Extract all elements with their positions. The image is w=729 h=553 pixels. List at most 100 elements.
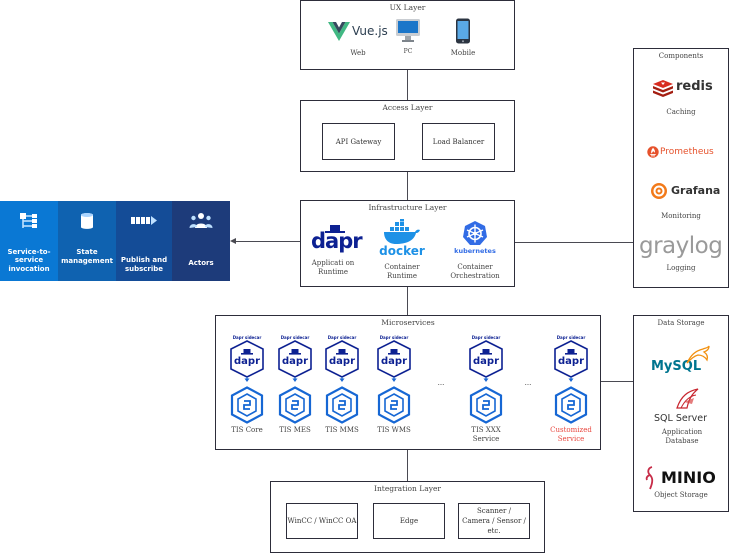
desktop-computer-icon	[396, 19, 420, 42]
service-icon	[230, 386, 264, 424]
svg-text:dapr: dapr	[234, 356, 260, 367]
minio-label: Object Storage	[654, 491, 708, 499]
service-name: Customized Service	[550, 426, 592, 443]
access-layer: Access Layer API Gateway Load Balancer	[300, 100, 515, 172]
connector-infra-micro	[407, 287, 408, 315]
service-name: TIS Core	[231, 426, 263, 434]
service-icon	[469, 386, 503, 424]
block-publish-subscribe: Publish and subscribe	[116, 201, 172, 281]
grafana-icon	[651, 183, 667, 199]
kubernetes-helm-icon	[463, 221, 487, 245]
sqlserver-logo: SQL Server	[654, 413, 707, 424]
kubernetes-logo: kubernetes	[454, 247, 496, 255]
database-icon	[81, 213, 93, 229]
ux-item-web: Web	[350, 49, 366, 57]
dapr-sidecar-label: Dapr sidecar	[379, 335, 409, 340]
mysql-dolphin-icon	[686, 345, 710, 364]
ux-item-pc: PC	[403, 48, 413, 55]
mysql-logo: MySQL	[651, 359, 702, 374]
block-service-invocation-label: Service-to-service invocation	[7, 247, 51, 273]
service-name: TIS WMS	[377, 426, 411, 434]
load-balancer-box: Load Balancer	[422, 123, 495, 160]
docker-label: Container Runtime	[384, 263, 420, 280]
dapr-label: Applicati on Runtime	[311, 259, 355, 276]
vue-logo-text: Vue.js	[352, 24, 388, 38]
logging-label: Logging	[666, 264, 696, 272]
dapr-sidecar-label: Dapr sidecar	[327, 335, 357, 340]
access-layer-title: Access Layer	[382, 103, 433, 112]
infrastructure-layer: Infrastructure Layer dapr Applicati on R…	[300, 200, 515, 287]
ux-layer: UX Layer Vue.js Web PC Mobile	[300, 0, 515, 70]
block-publish-subscribe-label: Publish and subscribe	[120, 256, 168, 273]
block-state-management: State management	[58, 201, 116, 281]
connector-micro-storage	[600, 381, 633, 382]
docker-whale-icon	[384, 219, 420, 244]
edge-box: Edge	[373, 503, 445, 539]
ux-layer-title: UX Layer	[389, 3, 426, 12]
wincc-box: WinCC / WinCC OA	[286, 503, 358, 539]
connector-infra-dapr-panel	[236, 241, 300, 242]
block-actors: Actors	[172, 201, 230, 281]
minio-logo: MINIO	[661, 468, 716, 487]
microservices-title: Microservices	[381, 318, 435, 327]
grafana-logo: Grafana	[671, 184, 721, 197]
components-title: Components	[658, 52, 704, 60]
sqlserver-icon	[676, 388, 699, 409]
api-gateway-box: API Gateway	[322, 123, 395, 160]
svg-text:dapr: dapr	[558, 356, 584, 367]
components-panel: Components redis Caching Prometheus Graf…	[633, 48, 729, 288]
dapr-hat-brim	[325, 231, 345, 233]
vue-logo: Vue.js	[328, 19, 390, 45]
dapr-sidecar-icon: dapr	[278, 340, 312, 382]
service-icon	[278, 386, 312, 424]
dapr-sidecar-label: Dapr sidecar	[556, 335, 586, 340]
integration-layer: Integration Layer WinCC / WinCC OA Edge …	[270, 481, 545, 553]
service-icon	[377, 386, 411, 424]
dapr-sidecar-icon: dapr	[230, 340, 264, 382]
connector-micro-integration	[407, 450, 408, 482]
integration-layer-title: Integration Layer	[374, 484, 441, 493]
service-name: TIS MES	[279, 426, 311, 434]
publish-subscribe-icon	[131, 216, 157, 225]
docker-logo: docker	[379, 244, 425, 258]
infrastructure-layer-title: Infrastructure Layer	[368, 203, 447, 212]
dapr-sidecar-label: Dapr sidecar	[232, 335, 262, 340]
actors-people-icon	[189, 213, 213, 228]
redis-logo: redis	[676, 79, 713, 94]
dapr-sidecar-icon: dapr	[554, 340, 588, 382]
service-icon	[325, 386, 359, 424]
dapr-sidecar-label: Dapr sidecar	[280, 335, 310, 340]
service-invocation-icon	[20, 213, 37, 228]
connector-infra-components	[515, 242, 633, 243]
minio-bird-icon	[645, 466, 654, 490]
data-storage-title: Data Storage	[657, 319, 705, 327]
prometheus-logo: Prometheus	[660, 147, 714, 157]
dapr-sidecar-icon: dapr	[377, 340, 411, 382]
connector-access-infra	[407, 172, 408, 200]
svg-text:dapr: dapr	[329, 356, 355, 367]
service-name: TIS MMS	[325, 426, 359, 434]
prometheus-flame-icon	[647, 146, 659, 158]
dapr-sidecar-icon: dapr	[325, 340, 359, 382]
graylog-logo: graylog	[639, 233, 723, 259]
svg-text:dapr: dapr	[282, 356, 308, 367]
kubernetes-label: Container Orchestration	[450, 263, 500, 280]
connector-ux-access	[407, 70, 408, 100]
block-actors-label: Actors	[188, 258, 214, 267]
dapr-building-blocks: Service-to-service invocation State mana…	[0, 201, 230, 281]
ux-item-mobile: Mobile	[450, 49, 476, 57]
service-name: TIS XXX Service	[471, 426, 501, 443]
sqlserver-label: Application Database	[661, 428, 703, 445]
devices-box: Scanner / Camera / Sensor / etc.	[458, 503, 530, 539]
dapr-logo: dapr	[311, 229, 363, 253]
monitoring-label: Monitoring	[661, 212, 701, 220]
dapr-sidecar-label: Dapr sidecar	[471, 335, 501, 340]
